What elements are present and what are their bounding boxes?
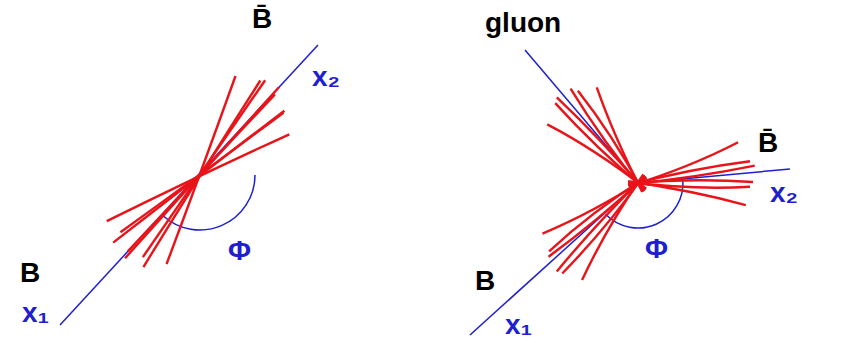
- momentum-label: x₂: [770, 178, 798, 208]
- jet-tracks: [542, 87, 755, 280]
- angle-label: Φ: [228, 236, 251, 266]
- momentum-label: x₂: [312, 62, 340, 92]
- momentum-label: x₁: [505, 310, 532, 340]
- particle-label: B: [475, 266, 495, 296]
- particle-label: B̄: [252, 4, 272, 34]
- jet-axis: [60, 45, 318, 325]
- particle-label: B: [20, 258, 40, 288]
- particle-label: gluon: [485, 8, 561, 38]
- angle-label: Φ: [645, 234, 668, 264]
- momentum-label: x₁: [22, 298, 49, 328]
- jet-tracks: [107, 76, 290, 271]
- particle-label: B̄: [758, 128, 778, 158]
